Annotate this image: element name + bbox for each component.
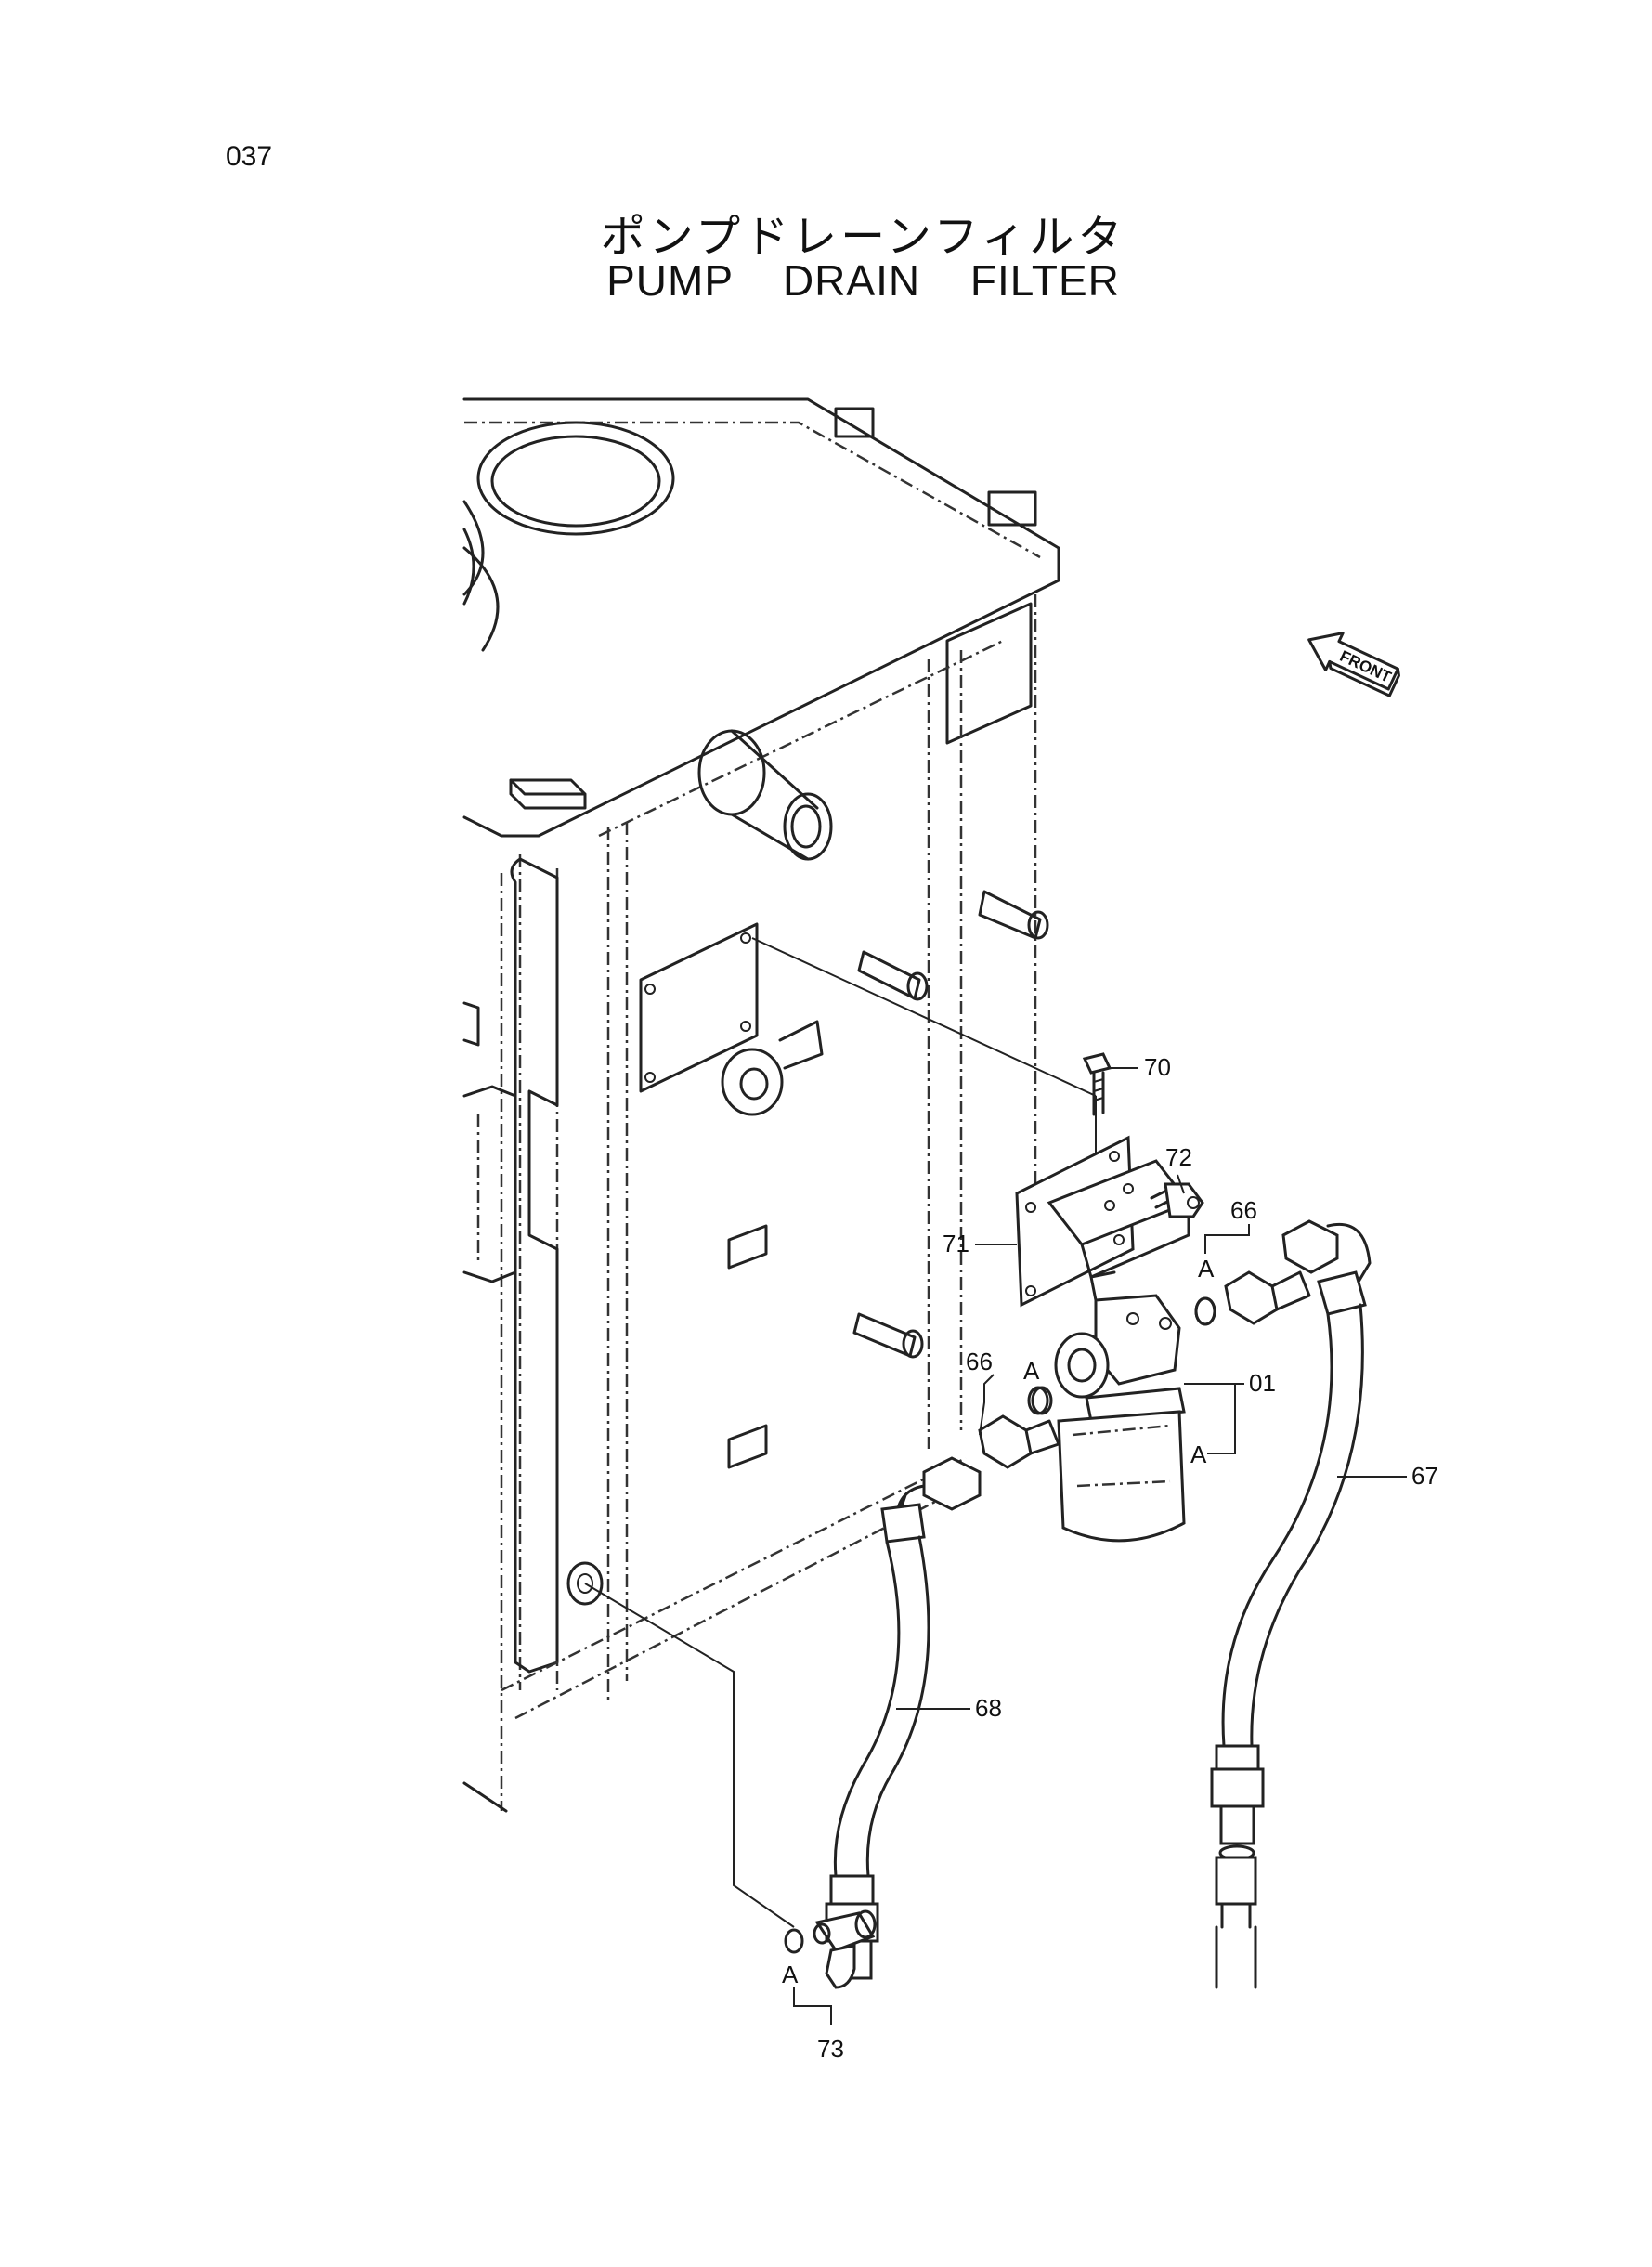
callout-73: 73 — [817, 2035, 844, 2063]
page-number: 037 — [226, 141, 273, 172]
connector-66-left — [978, 1386, 1060, 1469]
bolt-70 — [1082, 1052, 1112, 1116]
callout-67: 67 — [1411, 1462, 1438, 1490]
connector-66-right — [1194, 1270, 1311, 1326]
callout-a-elbow: A — [782, 1961, 799, 1988]
leader-lines — [793, 1067, 1407, 2025]
callout-68: 68 — [975, 1694, 1002, 1722]
callout-a-left: A — [1023, 1357, 1040, 1385]
callout-71: 71 — [943, 1230, 969, 1257]
callout-70: 70 — [1144, 1053, 1171, 1081]
callout-66-right: 66 — [1230, 1196, 1257, 1224]
hose-68 — [825, 1456, 982, 1980]
hydraulic-tank — [462, 397, 1060, 1813]
title-japanese: ポンプドレーンフィルタ — [600, 211, 1126, 263]
hose-67 — [1210, 1219, 1372, 1989]
callout-72: 72 — [1165, 1143, 1192, 1171]
title-english: PUMP DRAIN FILTER — [606, 256, 1120, 305]
callout-a-filter: A — [1190, 1440, 1207, 1468]
bracket-71 — [1015, 1135, 1191, 1308]
bolt-72 — [1150, 1182, 1204, 1218]
filter-01 — [1054, 1270, 1186, 1543]
front-direction-indicator: FRONT — [1307, 632, 1400, 697]
elbow-73 — [784, 1909, 877, 1989]
callout-a-right: A — [1198, 1255, 1215, 1283]
o-rings — [1027, 1296, 1216, 1415]
callout-01: 01 — [1249, 1369, 1276, 1397]
callout-labels: 70 72 66 A 71 66 A 01 A 67 68 A 73 — [782, 1053, 1438, 2063]
callout-66-left: 66 — [966, 1348, 993, 1375]
